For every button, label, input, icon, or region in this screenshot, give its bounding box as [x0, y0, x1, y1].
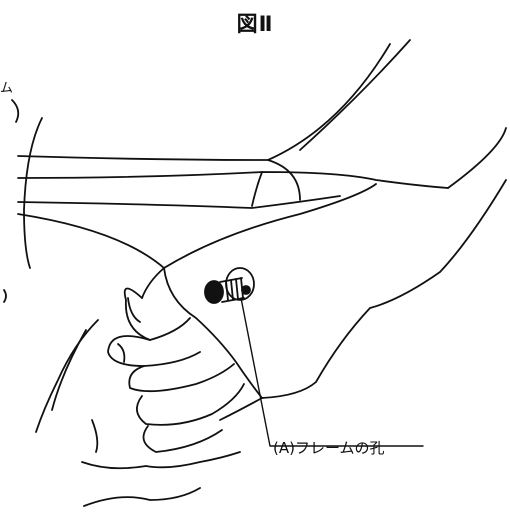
frame-diagonal-upper: [448, 128, 506, 188]
hand-crease: [92, 420, 97, 452]
callout-label: (A)フレームの孔: [273, 439, 385, 457]
bracket-lower-curve: [220, 398, 262, 420]
wrist-upper: [52, 330, 86, 410]
frame-tube-top: [18, 44, 390, 160]
bolt-tip: [242, 286, 250, 294]
bracket-top-edge: [18, 184, 376, 268]
frame-hole: [226, 268, 254, 300]
frame-tube-lower-edge: [18, 172, 448, 188]
left-edge-mark: [4, 290, 6, 302]
frame-tube-band-lower: [268, 160, 300, 200]
thumb-nail: [128, 298, 140, 322]
thumb: [125, 288, 190, 340]
frame-tube-band-upper: [252, 172, 262, 206]
frame-diagonal-side: [262, 180, 506, 398]
index-finger-nail: [118, 344, 124, 362]
palm-edge: [36, 320, 98, 432]
bolt-assembly: [205, 268, 254, 303]
little-finger: [144, 426, 223, 452]
figure-title: 図Ⅱ: [236, 12, 274, 36]
partial-label: ム: [0, 81, 14, 96]
ring-finger: [137, 384, 244, 425]
wrist-lower: [82, 452, 240, 468]
left-edge-arc-upper: [12, 100, 18, 122]
bracket-face: [164, 268, 262, 398]
bolt-head: [205, 281, 223, 303]
frame-tube-top-back: [300, 40, 410, 150]
wrist-bottom: [84, 488, 200, 506]
left-edge-arc-lower: [24, 118, 42, 268]
middle-finger: [129, 364, 234, 391]
index-finger: [108, 336, 200, 366]
hand-drawing: [36, 288, 244, 506]
callout-leader-line: [241, 298, 423, 446]
frame-tube-bottom: [18, 196, 340, 208]
bracket-left-edge: [142, 268, 164, 298]
